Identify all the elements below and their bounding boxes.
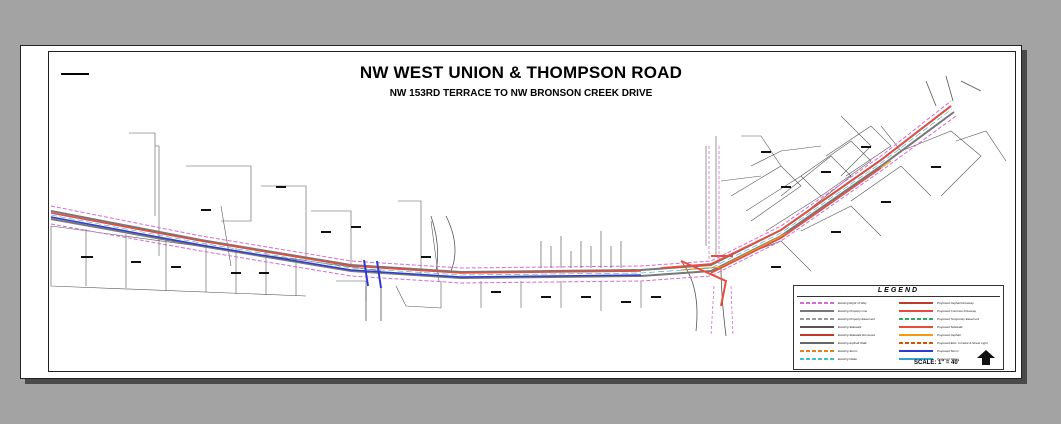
legend-item: Existing Water xyxy=(800,356,900,362)
legend-item: Proposed Temporary Easement xyxy=(899,316,999,322)
project-stamp xyxy=(61,73,89,75)
legend-item-label: Existing Sidewalk Removed xyxy=(838,333,876,337)
legend-title: LEGEND xyxy=(877,287,920,294)
legend-swatch xyxy=(899,350,933,352)
legend-item-label: Proposed Sidewalk xyxy=(937,325,963,329)
legend-swatch xyxy=(899,318,933,320)
legend-swatch xyxy=(800,326,834,328)
legend-swatch xyxy=(899,326,933,328)
legend-item: Proposed Concrete Driveway xyxy=(899,308,999,314)
legend-item-label: Proposed Storm xyxy=(937,349,959,353)
legend-item-label: Existing Water xyxy=(838,357,858,361)
legend-item-label: Proposed Concrete Driveway xyxy=(937,309,977,313)
legend-divider xyxy=(797,296,1000,297)
legend-item-label: Proposed Elec. Conduit & Street Light xyxy=(937,341,988,345)
legend-item: Existing Right of Way xyxy=(800,300,900,306)
legend-swatch xyxy=(800,310,834,312)
legend-item: Proposed Water xyxy=(899,356,999,362)
property-lines-north xyxy=(50,115,902,282)
legend-item-label: Proposed Temporary Easement xyxy=(937,317,980,321)
legend-item: Existing Sidewalk Removed xyxy=(800,332,900,338)
sheet-border xyxy=(48,51,1016,372)
legend-swatch xyxy=(899,342,933,344)
legend-item-label: Proposed Asphalt xyxy=(937,333,961,337)
plan-sheet: NW WEST UNION & THOMPSON ROAD NW 153RD T… xyxy=(20,45,1022,379)
legend-swatch xyxy=(800,342,834,344)
legend-swatch xyxy=(800,350,834,352)
legend-item-label: Existing Sidewalk xyxy=(838,325,862,329)
legend-item: Proposed Storm xyxy=(899,348,999,354)
road-corridor xyxy=(50,100,957,284)
legend-item-label: Proposed Water xyxy=(937,357,959,361)
legend-swatch xyxy=(899,358,933,360)
legend-swatch xyxy=(800,358,834,360)
legend-item-label: Existing Right of Way xyxy=(838,301,867,305)
intersection-markings xyxy=(363,259,382,289)
road-plan-drawing xyxy=(50,75,1007,337)
legend-item-label: Existing Property Easement xyxy=(838,317,876,321)
legend-item: Existing Sidewalk xyxy=(800,324,900,330)
sheet-title: NW WEST UNION & THOMPSON ROAD xyxy=(359,63,683,82)
legend-item-label: Existing Asphalt Walk xyxy=(838,341,867,345)
legend-swatch xyxy=(899,302,933,304)
side-streets xyxy=(365,75,982,337)
property-lines-northeast xyxy=(730,125,892,232)
legend-swatch xyxy=(899,310,933,312)
legend-item: Proposed Asphalt Driveway xyxy=(899,300,999,306)
scale-label: SCALE: 1" = 40' xyxy=(914,360,960,366)
legend-swatch xyxy=(800,318,834,320)
legend-item: Proposed Asphalt xyxy=(899,332,999,338)
legend-item: Existing Asphalt Walk xyxy=(800,340,900,346)
legend-item: Proposed Sidewalk xyxy=(899,324,999,330)
sheet-subtitle: NW 153RD TERRACE TO NW BRONSON CREEK DRI… xyxy=(389,88,653,99)
legend-item-label: Existing Storm xyxy=(838,349,858,353)
legend-item: Existing Property Easement xyxy=(800,316,900,322)
north-arrow-icon xyxy=(977,350,995,365)
legend-item: Existing Property Line xyxy=(800,308,900,314)
legend-item: Existing Storm xyxy=(800,348,900,354)
legend-item: Proposed Elec. Conduit & Street Light xyxy=(899,340,999,346)
legend-swatch xyxy=(899,334,933,336)
legend-swatch xyxy=(800,302,834,304)
legend-item-label: Existing Property Line xyxy=(838,309,868,313)
legend-item-label: Proposed Asphalt Driveway xyxy=(937,301,974,305)
property-lines-south xyxy=(50,130,1007,311)
legend-swatch xyxy=(800,334,834,336)
parcel-labels xyxy=(81,146,941,303)
